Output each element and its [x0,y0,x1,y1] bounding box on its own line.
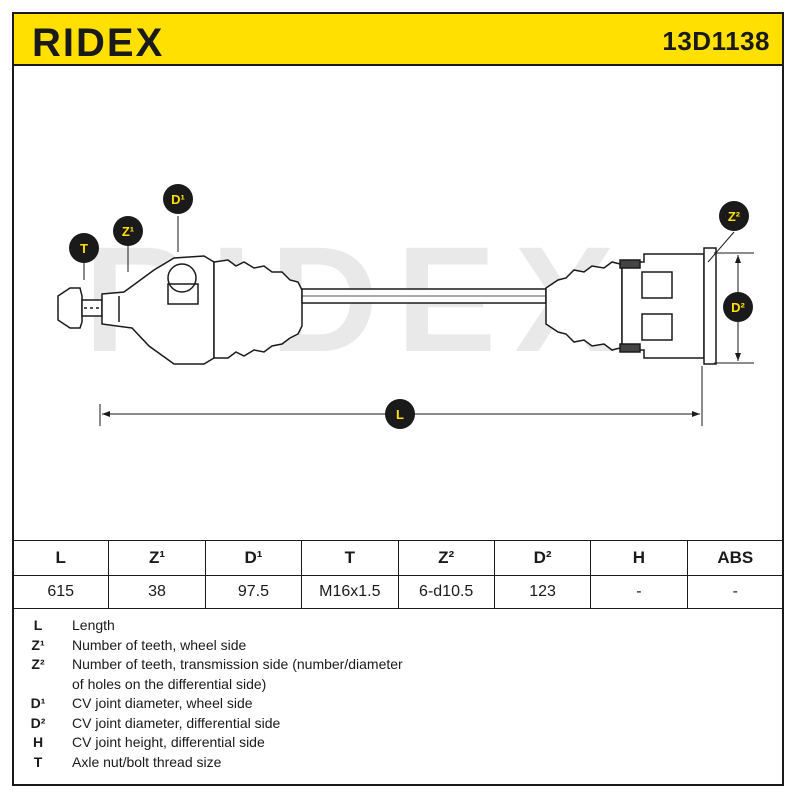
flange [703,247,717,365]
svg-text:D¹: D¹ [171,192,185,207]
header-cell: ABS [686,540,785,576]
legend-item: D¹ CV joint diameter, wheel side [14,694,774,714]
header-cell: L [11,540,110,576]
badge-D1: D¹ [163,184,193,214]
svg-text:L: L [396,407,404,422]
legend-item: T Axle nut/bolt thread size [14,753,774,773]
driveshaft-diagram: RIDEX [57,184,754,429]
legend-key: D¹ [30,695,46,711]
legend-key [14,675,62,695]
value-cell: 97.5 [204,575,303,609]
inner-cv-joint [621,253,705,359]
svg-text:T: T [80,241,88,256]
legend-key: H [32,734,44,750]
legend-key: Z¹ [31,636,45,653]
legend-item: Z¹ Number of teeth, wheel side [14,636,774,656]
badge-Z1: Z¹ [113,216,143,246]
svg-text:Z¹: Z¹ [122,224,134,239]
value-cell: 615 [11,575,110,609]
legend-item: Z² Number of teeth, transmission side (n… [14,655,774,675]
svg-text:Z²: Z² [728,209,741,224]
svg-text:D²: D² [731,300,745,315]
legend-key: Z² [31,656,45,672]
legend-item: L Length [14,616,774,636]
badge-L: L [385,399,415,429]
legend-key: D² [30,714,46,731]
badge-D2: D² [723,292,753,322]
header-cell: Z¹ [108,540,206,576]
legend-text: Axle nut/bolt thread size [72,753,222,770]
value-cell: M16x1.5 [301,575,399,609]
legend-text: CV joint diameter, wheel side [72,695,253,711]
legend-item: D² CV joint diameter, differential side [14,714,774,734]
legend: L Length Z¹ Number of teeth, wheel side … [14,616,774,772]
svg-text:RIDEX: RIDEX [32,22,164,62]
header-cell: H [590,540,688,576]
spec-value-row: 615 38 97.5 M16x1.5 6-d10.5 123 - - [11,575,785,609]
legend-text: CV joint diameter, differential side [72,714,281,731]
legend-text: of holes on the differential side) [72,675,267,692]
value-cell: - [590,575,688,609]
legend-text: Number of teeth, wheel side [72,636,247,653]
legend-text: Length [72,617,115,633]
part-number: 13D1138 [662,26,770,56]
wheel-side-boot [213,259,303,359]
legend-item: of holes on the differential side) [14,675,774,695]
legend-item: H CV joint height, differential side [14,733,774,753]
value-cell: 123 [493,575,592,609]
value-cell: - [686,575,785,609]
legend-key: T [33,753,43,770]
header-cell: D¹ [204,540,303,576]
header-cell: D² [493,540,592,576]
driveshaft-drawing [57,247,717,365]
spec-header-row: L Z¹ D¹ T Z² D² H ABS [11,540,785,576]
header-cell: Z² [397,540,495,576]
legend-key: L [33,617,43,633]
badge-T: T [69,233,99,263]
legend-text: Number of teeth, transmission side (numb… [72,656,403,672]
ridex-logo: RIDEX [32,22,164,62]
legend-text: CV joint height, differential side [72,734,265,750]
header-cell: T [301,540,399,576]
spec-table: L Z¹ D¹ T Z² D² H ABS 615 38 97.5 M16x1.… [11,540,785,609]
dimension-arrows [102,255,741,417]
badge-Z2: Z² [719,201,749,231]
header-bar: RIDEX 13D1138 [12,12,784,66]
axle-nut [57,287,83,329]
value-cell: 6-d10.5 [397,575,495,609]
value-cell: 38 [108,575,206,609]
